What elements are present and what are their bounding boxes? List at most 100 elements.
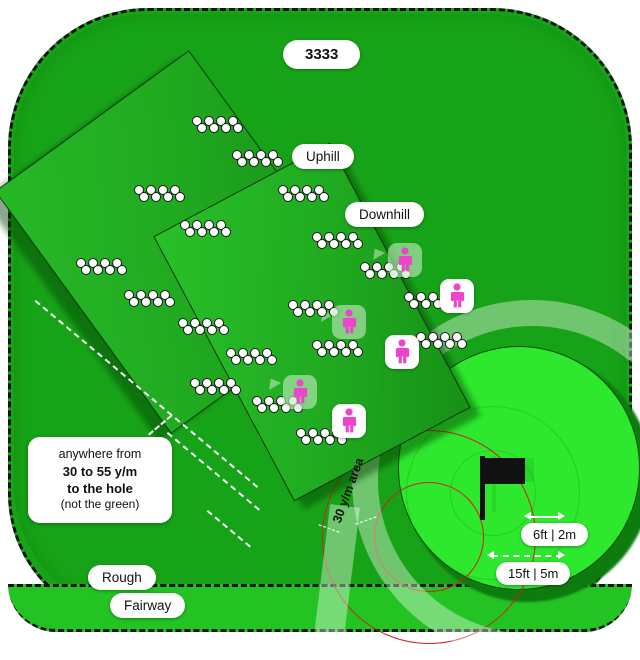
golf-ball-icon	[192, 116, 248, 133]
person-marker[interactable]	[385, 335, 419, 369]
golf-ball-icon	[317, 307, 327, 317]
golf-ball-icon	[457, 339, 467, 349]
golf-ball-icon	[231, 355, 241, 365]
golf-ball-icon	[221, 227, 231, 237]
callout-line-1: anywhere from	[58, 447, 142, 461]
golf-ball-icon	[273, 157, 283, 167]
golf-ball-icon	[433, 339, 443, 349]
golf-ball-icon	[445, 339, 455, 349]
label-rough: Rough	[88, 565, 156, 590]
golf-ball-icon	[209, 123, 219, 133]
golf-ball-icon	[269, 403, 279, 413]
label-fairway: Fairway	[110, 593, 186, 618]
golf-ball-icon	[117, 265, 127, 275]
golf-ball-icon	[317, 239, 327, 249]
measure-arrow-left	[487, 551, 494, 559]
flag-icon	[480, 456, 525, 520]
golf-ball-icon	[421, 299, 431, 309]
golf-ball-icon	[197, 123, 207, 133]
golf-ball-icon	[237, 157, 247, 167]
label-uphill: Uphill	[292, 144, 354, 169]
distance-callout: anywhere from 30 to 55 y/m to the hole (…	[28, 437, 172, 523]
golf-ball-icon	[207, 325, 217, 335]
person-icon	[398, 247, 413, 272]
golf-ball-icon	[141, 297, 151, 307]
golf-ball-icon	[151, 192, 161, 202]
callout-line-3: to the hole	[67, 480, 133, 496]
person-marker[interactable]	[332, 305, 366, 339]
person-icon	[293, 379, 308, 404]
golf-ball-icon	[341, 347, 351, 357]
golf-ball-icon	[267, 355, 277, 365]
golf-ball-icon	[295, 192, 305, 202]
golf-ball-icon	[190, 378, 246, 395]
measure-inner: 6ft | 2m	[521, 523, 589, 546]
callout-line-2: 30 to 55 y/m	[62, 463, 138, 479]
golf-ball-icon	[76, 258, 132, 275]
person-marker[interactable]	[388, 243, 422, 277]
measure-outer: 15ft | 5m	[496, 562, 571, 585]
golf-ball-icon	[226, 348, 282, 365]
measure-arrow-left	[524, 512, 531, 520]
golf-ball-icon	[421, 339, 431, 349]
person-icon	[395, 339, 410, 364]
golf-ball-icon	[105, 265, 115, 275]
golf-ball-icon	[124, 290, 180, 307]
golf-ball-icon	[377, 269, 387, 279]
person-icon	[342, 408, 357, 433]
golf-ball-icon	[178, 318, 234, 335]
golf-ball-icon	[313, 435, 323, 445]
golf-ball-icon	[231, 385, 241, 395]
golf-ball-icon	[209, 227, 219, 237]
golf-ball-icon	[325, 435, 335, 445]
golf-ball-icon	[139, 192, 149, 202]
measure-arrow-right	[558, 551, 565, 559]
target-ring-6ft	[374, 482, 484, 592]
golf-ball-icon	[278, 185, 334, 202]
golf-ball-icon	[341, 239, 351, 249]
golf-ball-icon	[81, 265, 91, 275]
golf-practice-diagram: anywhere from 30 to 55 y/m to the hole (…	[0, 8, 640, 660]
golf-ball-icon	[301, 435, 311, 445]
golf-ball-icon	[283, 192, 293, 202]
golf-ball-icon	[93, 265, 103, 275]
golf-ball-icon	[134, 185, 190, 202]
golf-ball-icon	[185, 227, 195, 237]
golf-ball-icon	[261, 157, 271, 167]
golf-ball-icon	[232, 150, 288, 167]
golf-ball-icon	[416, 332, 472, 349]
golf-ball-icon	[165, 297, 175, 307]
golf-ball-icon	[243, 355, 253, 365]
golf-ball-icon	[329, 347, 339, 357]
golf-ball-icon	[219, 385, 229, 395]
golf-ball-icon	[365, 269, 375, 279]
golf-ball-icon	[207, 385, 217, 395]
golf-ball-icon	[252, 396, 308, 413]
golf-ball-icon	[183, 325, 193, 335]
golf-ball-icon	[312, 232, 368, 249]
person-marker[interactable]	[332, 404, 366, 438]
golf-ball-icon	[353, 347, 363, 357]
person-marker[interactable]	[283, 375, 317, 409]
callout-line-4: (not the green)	[60, 496, 140, 511]
golf-ball-icon	[307, 192, 317, 202]
golf-ball-icon	[197, 227, 207, 237]
golf-ball-icon	[257, 403, 267, 413]
person-marker[interactable]	[440, 279, 474, 313]
golf-ball-icon	[153, 297, 163, 307]
golf-ball-icon	[329, 239, 339, 249]
measure-line-inner	[528, 516, 562, 518]
golf-ball-icon	[353, 239, 363, 249]
golf-ball-icon	[312, 340, 368, 357]
golf-ball-icon	[233, 123, 243, 133]
golf-ball-icon	[409, 299, 419, 309]
measure-arrow-right	[558, 512, 565, 520]
measure-line-outer	[492, 555, 562, 557]
page-title: 3333	[283, 40, 361, 69]
golf-ball-icon	[221, 123, 231, 133]
golf-ball-icon	[175, 192, 185, 202]
golf-ball-icon	[317, 347, 327, 357]
golf-ball-icon	[293, 307, 303, 317]
golf-ball-icon	[129, 297, 139, 307]
golf-ball-icon	[195, 385, 205, 395]
